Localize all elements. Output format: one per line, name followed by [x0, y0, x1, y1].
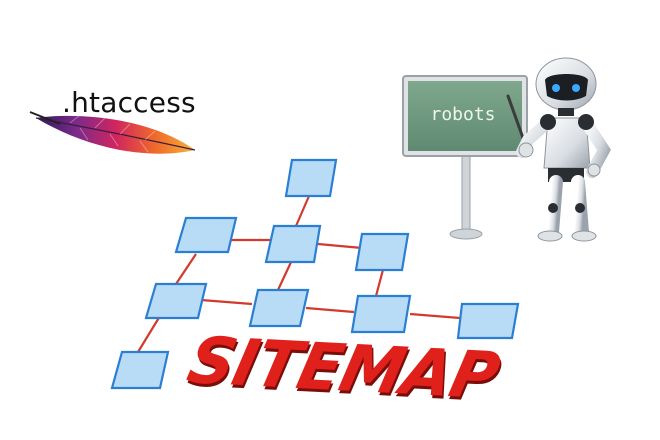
sitemap-node	[144, 282, 208, 320]
sitemap-connectors	[137, 195, 461, 353]
sitemap-node	[350, 294, 412, 334]
robot-icon	[516, 57, 611, 242]
sitemap-node	[110, 350, 170, 390]
chalkboard-text: robots	[430, 104, 496, 125]
sitemap-node	[248, 288, 310, 328]
sitemap-node	[174, 216, 238, 254]
sitemap-node	[284, 158, 338, 198]
sitemap-node	[354, 232, 410, 272]
sitemap-node	[456, 302, 520, 340]
chalkboard-icon	[402, 75, 528, 240]
apache-feather-icon	[29, 111, 196, 154]
sitemap-nodes	[110, 158, 520, 390]
htaccess-label: .htaccess	[62, 86, 196, 119]
sitemap-node	[264, 224, 322, 264]
